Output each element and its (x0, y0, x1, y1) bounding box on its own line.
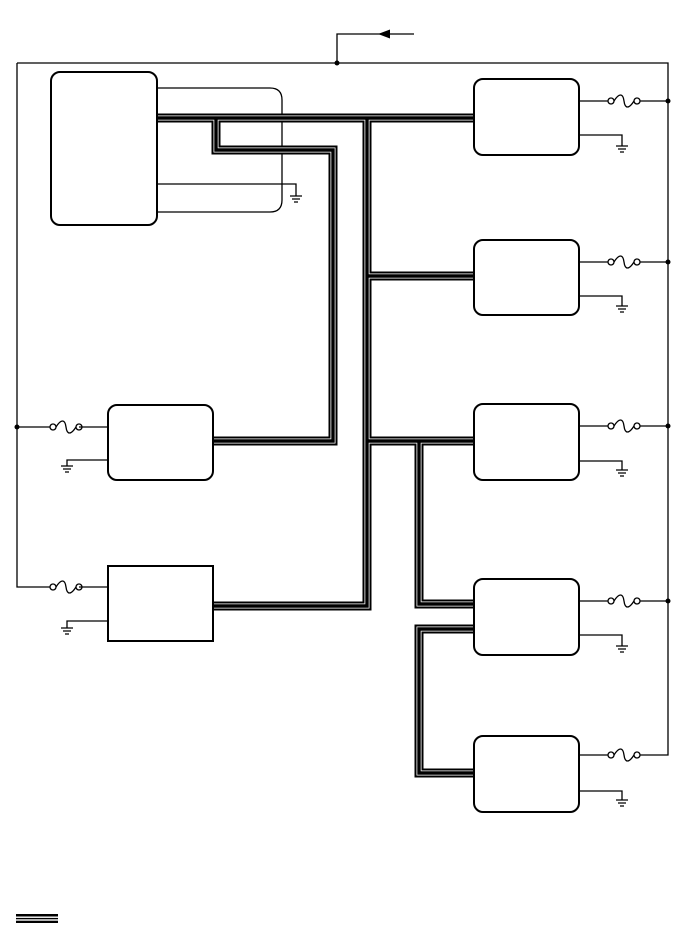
arrow-icon (378, 29, 390, 39)
ground-icon (290, 195, 302, 203)
module-r5 (473, 735, 580, 813)
module-main (50, 71, 158, 226)
module-r2 (473, 239, 580, 316)
fuse-icon (607, 419, 641, 433)
fuse-icon (607, 255, 641, 269)
power-rail (16, 62, 669, 756)
module-l2 (107, 565, 214, 642)
fuse-icon (49, 420, 83, 434)
junction-dots (14, 60, 671, 604)
fuse-icon (49, 580, 83, 594)
ground-icon (616, 145, 628, 153)
modules (50, 71, 580, 813)
module-wiring (66, 100, 623, 800)
ground-icon (616, 305, 628, 313)
module-r4 (473, 578, 580, 656)
main-module-ground-wire (157, 183, 297, 196)
ground-icon (616, 469, 628, 477)
power-feed (336, 29, 414, 63)
legend-line (16, 914, 58, 923)
module-r3 (473, 403, 580, 481)
fuse-icon (607, 94, 641, 108)
right-power-stubs (640, 100, 668, 602)
data-bus (157, 113, 474, 778)
ground-icon (616, 645, 628, 653)
fuse-icon (607, 748, 641, 762)
ground-icon (616, 799, 628, 807)
ground-icon (61, 465, 73, 473)
module-l1 (107, 404, 214, 481)
module-r1 (473, 78, 580, 156)
ground-icon (61, 627, 73, 635)
fuse-icon (607, 594, 641, 608)
